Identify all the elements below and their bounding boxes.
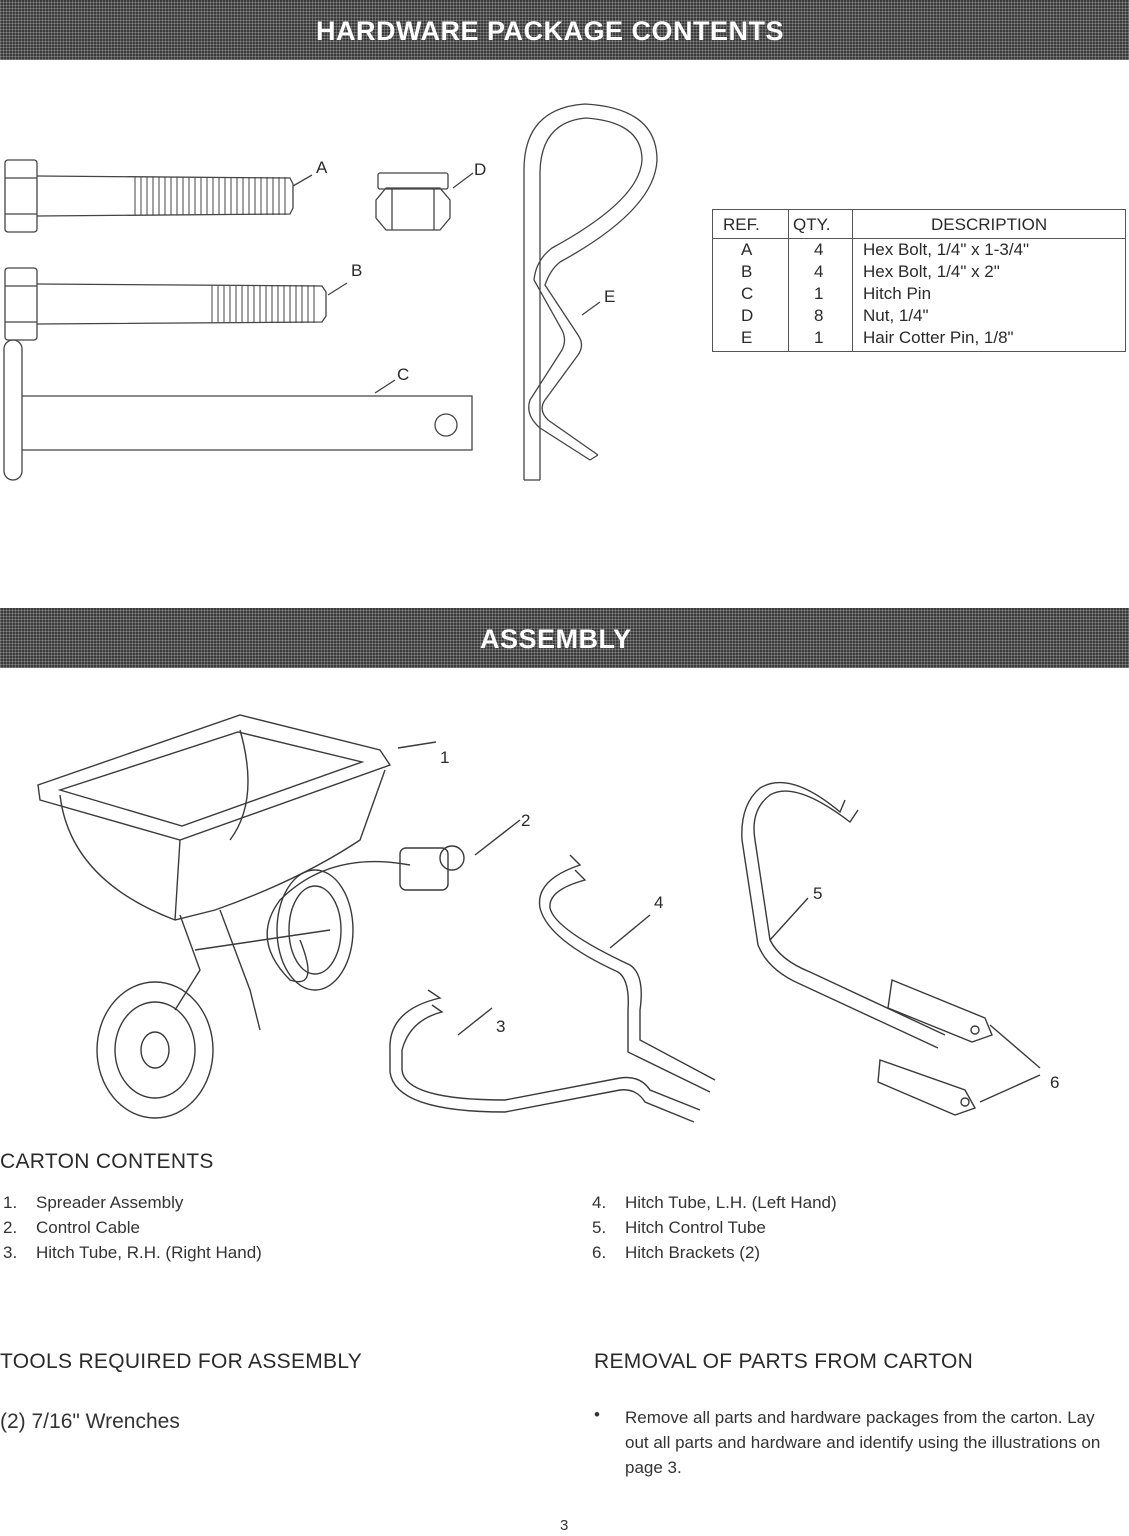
list-item: 1. Spreader Assembly bbox=[3, 1193, 183, 1213]
hex-bolt-a bbox=[4, 159, 313, 233]
callout-2: 2 bbox=[521, 811, 531, 830]
table-header-qty: QTY. bbox=[793, 215, 831, 234]
list-item-number: 2. bbox=[3, 1218, 18, 1237]
hitch-control-tube bbox=[741, 781, 946, 1049]
assembly-banner: ASSEMBLY bbox=[0, 608, 1129, 668]
table-divider bbox=[852, 210, 853, 351]
table-cell-ref: D bbox=[741, 306, 754, 325]
hitch-tube-lh bbox=[538, 854, 716, 1093]
list-item: 6. Hitch Brackets (2) bbox=[592, 1243, 760, 1263]
list-item-number: 4. bbox=[592, 1193, 607, 1212]
hitch-tube-rh bbox=[389, 989, 701, 1123]
hardware-banner-title: HARDWARE PACKAGE CONTENTS bbox=[316, 16, 785, 46]
callout-c: C bbox=[397, 365, 410, 384]
list-item-number: 5. bbox=[592, 1218, 607, 1237]
callout-4: 4 bbox=[654, 893, 664, 912]
table-header-divider bbox=[713, 238, 1125, 239]
list-item: 5. Hitch Control Tube bbox=[592, 1218, 766, 1238]
callout-e: E bbox=[604, 287, 616, 306]
table-header-description: DESCRIPTION bbox=[931, 215, 1048, 234]
hex-bolt-b bbox=[4, 267, 348, 341]
tools-heading: TOOLS REQUIRED FOR ASSEMBLY bbox=[0, 1350, 363, 1373]
hardware-banner: HARDWARE PACKAGE CONTENTS bbox=[0, 0, 1129, 60]
list-item-number: 6. bbox=[592, 1243, 607, 1262]
callout-3: 3 bbox=[496, 1017, 506, 1036]
table-cell-description: Hex Bolt, 1/4" x 1-3/4" bbox=[863, 240, 1030, 259]
table-cell-description: Hex Bolt, 1/4" x 2" bbox=[863, 262, 1000, 281]
table-divider bbox=[788, 210, 789, 351]
callout-d: D bbox=[474, 160, 487, 179]
list-item: 2. Control Cable bbox=[3, 1218, 140, 1238]
table-cell-description: Hair Cotter Pin, 1/8" bbox=[863, 328, 1014, 347]
hair-cotter-pin-e bbox=[523, 103, 658, 481]
list-item-label: Hitch Control Tube bbox=[625, 1218, 766, 1237]
hitch-brackets bbox=[877, 979, 1041, 1116]
list-item-number: 1. bbox=[3, 1193, 18, 1212]
list-item-label: Control Cable bbox=[36, 1218, 140, 1237]
table-cell-ref: C bbox=[741, 284, 754, 303]
table-cell-qty: 4 bbox=[814, 262, 824, 281]
removal-text: Remove all parts and hardware packages f… bbox=[625, 1408, 1101, 1477]
callout-b: B bbox=[351, 261, 363, 280]
table-cell-qty: 4 bbox=[814, 240, 824, 259]
bullet-marker: • bbox=[594, 1405, 600, 1424]
assembly-banner-title: ASSEMBLY bbox=[480, 624, 632, 654]
spreader-assembly bbox=[37, 714, 521, 1119]
list-item: 4. Hitch Tube, L.H. (Left Hand) bbox=[592, 1193, 837, 1213]
tools-text: (2) 7/16" Wrenches bbox=[0, 1410, 180, 1433]
table-cell-ref: E bbox=[741, 328, 753, 347]
table-cell-qty: 8 bbox=[814, 306, 824, 325]
assembly-illustration bbox=[37, 714, 1041, 1123]
list-item-label: Hitch Brackets (2) bbox=[625, 1243, 761, 1262]
table-cell-description: Hitch Pin bbox=[863, 284, 932, 303]
list-item-label: Spreader Assembly bbox=[36, 1193, 184, 1212]
removal-heading: REMOVAL OF PARTS FROM CARTON bbox=[594, 1350, 974, 1373]
page-number: 3 bbox=[560, 1517, 569, 1534]
callout-1: 1 bbox=[440, 748, 450, 767]
list-item-label: Hitch Tube, R.H. (Right Hand) bbox=[36, 1243, 262, 1262]
table-header-ref: REF. bbox=[723, 215, 760, 234]
table-cell-description: Nut, 1/4" bbox=[863, 306, 929, 325]
table-cell-ref: A bbox=[741, 240, 753, 259]
table-cell-ref: B bbox=[741, 262, 753, 281]
callout-5: 5 bbox=[813, 884, 823, 903]
list-item-label: Hitch Tube, L.H. (Left Hand) bbox=[625, 1193, 837, 1212]
carton-contents-heading: CARTON CONTENTS bbox=[0, 1150, 214, 1173]
table-cell-qty: 1 bbox=[814, 284, 824, 303]
list-item: 3. Hitch Tube, R.H. (Right Hand) bbox=[3, 1243, 262, 1263]
callout-a: A bbox=[316, 158, 328, 177]
callout-6: 6 bbox=[1050, 1073, 1060, 1092]
nut-d bbox=[375, 172, 474, 231]
hitch-pin-c bbox=[3, 339, 473, 481]
list-item-number: 3. bbox=[3, 1243, 18, 1262]
table-cell-qty: 1 bbox=[814, 328, 824, 347]
hardware-illustration bbox=[3, 103, 658, 481]
